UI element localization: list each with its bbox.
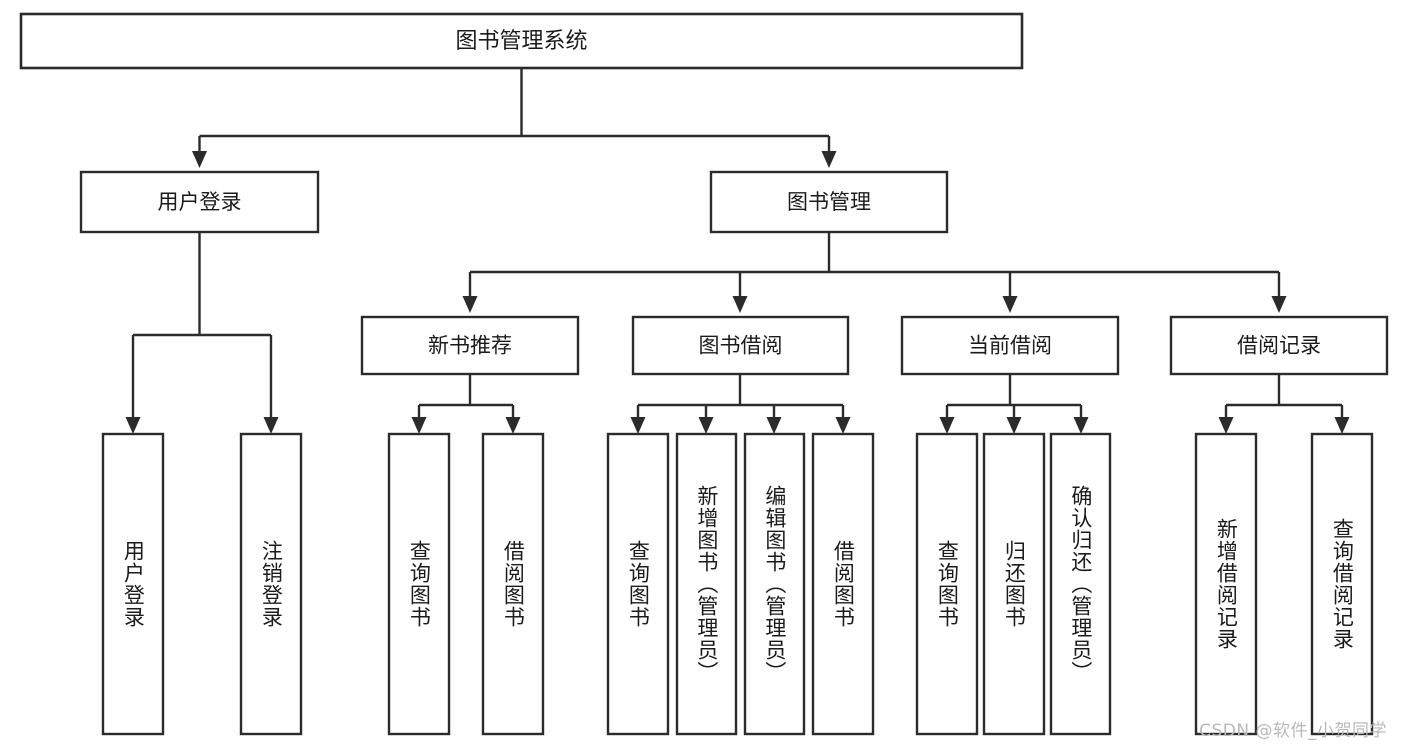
node-box-leaf-query-book-1[interactable]	[387, 432, 451, 736]
node-box-new-book-recommend[interactable]	[360, 315, 580, 376]
arrow-leaf-add-record	[1218, 417, 1234, 434]
node-box-borrow-record[interactable]	[1169, 315, 1389, 376]
node-label-current-borrow: 当前借阅	[968, 334, 1052, 358]
node-label-book-borrow: 图书借阅	[699, 334, 783, 358]
node-label-book-manage: 图书管理	[787, 190, 871, 214]
arrow-leaf-add-book	[698, 417, 714, 434]
node-box-leaf-confirm-return[interactable]	[1049, 432, 1112, 736]
node-box-leaf-query-record[interactable]	[1310, 432, 1374, 736]
arrow-book-manage	[821, 151, 837, 168]
arrow-leaf-borrow-book-2	[835, 417, 851, 434]
arrowheads-group	[125, 151, 1350, 434]
arrow-leaf-query-book-2	[630, 417, 646, 434]
node-box-leaf-borrow-book-1[interactable]	[481, 432, 545, 736]
node-box-current-borrow[interactable]	[900, 315, 1120, 376]
node-box-user-login[interactable]	[79, 170, 320, 234]
node-box-book-borrow[interactable]	[631, 315, 850, 376]
node-label-user-login: 用户登录	[158, 190, 242, 214]
node-box-leaf-user-login[interactable]	[101, 432, 165, 736]
node-box-leaf-query-book-3[interactable]	[915, 432, 979, 736]
node-label-root-node: 图书管理系统	[455, 29, 587, 54]
arrow-user-login	[192, 151, 207, 168]
arrow-borrow-record	[1271, 296, 1287, 313]
arrow-leaf-query-record	[1334, 417, 1350, 434]
node-boxes-group	[19, 12, 1389, 736]
arrow-new-book-recommend	[462, 296, 478, 313]
arrow-leaf-return-book	[1006, 417, 1022, 434]
arrow-leaf-edit-book	[766, 417, 782, 434]
arrow-leaf-confirm-return	[1073, 417, 1089, 434]
arrow-current-borrow	[1002, 296, 1018, 313]
arrow-leaf-user-login	[125, 417, 141, 434]
node-box-leaf-return-book[interactable]	[982, 432, 1046, 736]
arrow-leaf-borrow-book-1	[505, 417, 521, 434]
node-box-leaf-query-book-2[interactable]	[606, 432, 670, 736]
arrow-leaf-query-book-1	[411, 417, 427, 434]
node-label-borrow-record: 借阅记录	[1237, 334, 1321, 358]
arrow-leaf-query-book-3	[939, 417, 955, 434]
arrow-book-borrow	[732, 296, 748, 313]
node-box-leaf-borrow-book-2[interactable]	[811, 432, 875, 736]
node-label-new-book-recommend: 新书推荐	[428, 334, 512, 358]
node-box-root-node[interactable]	[19, 12, 1024, 70]
node-box-leaf-edit-book[interactable]	[743, 432, 806, 736]
node-box-book-manage[interactable]	[709, 170, 949, 234]
node-box-leaf-add-book[interactable]	[675, 432, 738, 736]
node-box-leaf-add-record[interactable]	[1194, 432, 1258, 736]
node-box-leaf-logout[interactable]	[239, 432, 303, 736]
arrow-leaf-logout	[263, 417, 279, 434]
